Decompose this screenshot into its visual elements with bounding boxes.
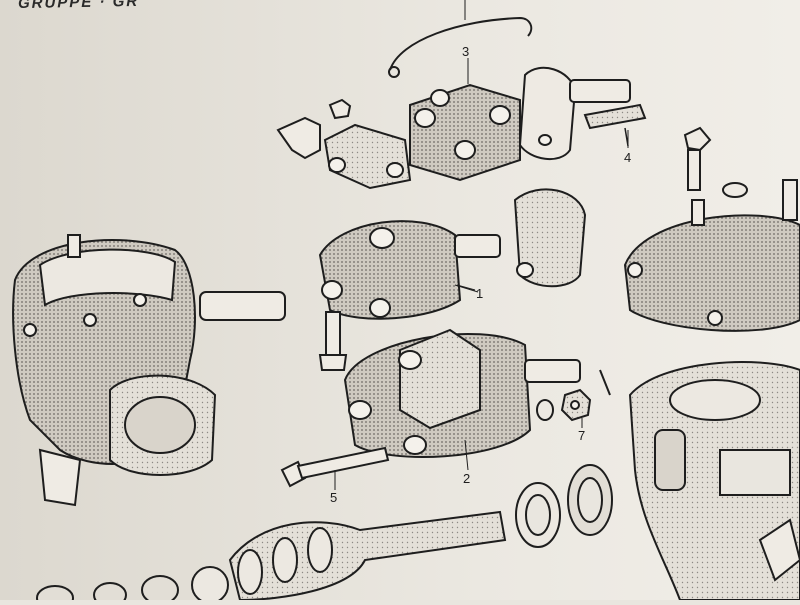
callout-part-7: 7 (578, 428, 586, 443)
spring-clip (388, 0, 533, 78)
callout-part-5: 5 (330, 490, 338, 505)
leader-lines (334, 62, 629, 490)
callout-part-2: 2 (463, 471, 471, 486)
bracket-top-left (276, 98, 412, 190)
flange-shaft-top (518, 66, 647, 161)
clamp-half-shell (513, 188, 587, 288)
housing-cover-right (623, 126, 800, 332)
part-2-assembly (343, 328, 581, 458)
steering-box-housing-left (12, 234, 286, 507)
bearing-and-seal (515, 464, 613, 548)
steering-box-housing-right (628, 361, 800, 601)
washer-and-nut-7 (536, 369, 611, 422)
callout-part-4: 4 (624, 150, 632, 165)
part-3-block (409, 58, 521, 182)
bolt-vertical (318, 311, 348, 371)
callout-part-3: 3 (462, 44, 470, 59)
worm-shaft (36, 510, 507, 605)
callout-part-1: 1 (476, 286, 484, 301)
part-1-cover-assembly (318, 220, 501, 320)
group-header: GRUPPE · GR (17, 0, 140, 13)
bolt-5 (280, 446, 390, 488)
